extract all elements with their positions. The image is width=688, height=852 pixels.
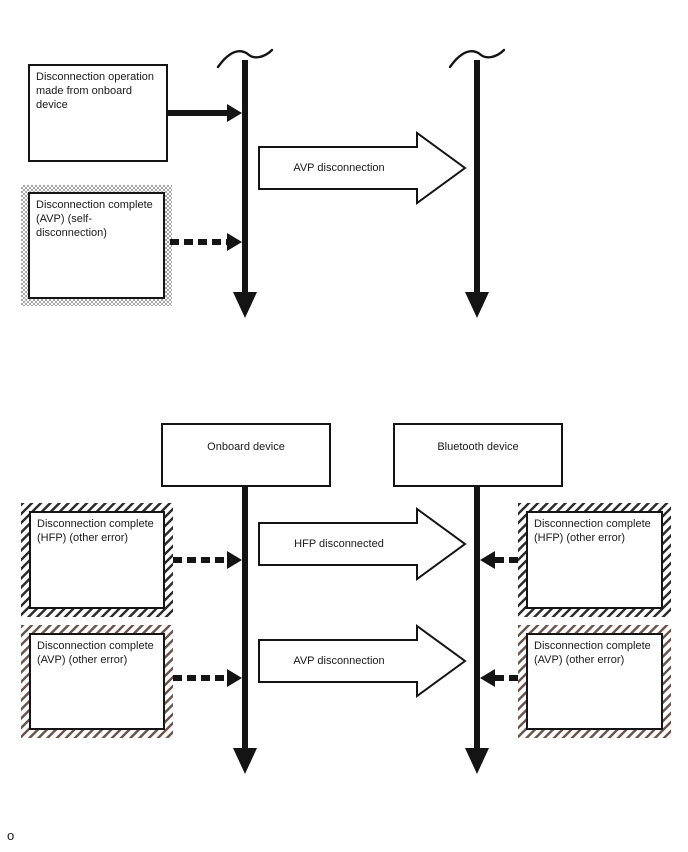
self-disconnect-arrow-shaft (170, 239, 227, 245)
bluetooth-lifeline-bottom-arrowhead (465, 748, 489, 774)
bluetooth-device-header-box: Bluetooth device (393, 423, 563, 487)
onboard-avp-error-box: Disconnection complete (AVP) (other erro… (21, 625, 173, 738)
self-disconnect-result-box-inner: Disconnection complete (AVP) (self-disco… (28, 192, 165, 299)
avp-disconnection-arrow-bottom-label: AVP disconnection (293, 655, 385, 667)
hollow-arrow-shape (258, 507, 467, 581)
bluetooth-lifeline-top-arrowhead (465, 292, 489, 318)
bluetooth-avp-error-arrow-shaft (495, 675, 521, 681)
onboard-hfp-error-arrow-shaft (173, 557, 227, 563)
bluetooth-lifeline-top (474, 60, 480, 294)
bluetooth-hfp-error-label: Disconnection complete (HFP) (other erro… (534, 518, 651, 544)
trigger-box-label: Disconnection operation made from onboar… (36, 71, 155, 111)
hollow-arrow-shape (258, 624, 467, 698)
bluetooth-avp-error-label: Disconnection complete (AVP) (other erro… (534, 640, 651, 666)
hollow-arrow-shape (258, 131, 467, 205)
footnote-char: o (7, 828, 15, 843)
onboard-lifeline-bottom-arrowhead (233, 748, 257, 774)
onboard-device-header-label: Onboard device (207, 441, 285, 453)
avp-disconnection-arrow-top: AVP disconnection (258, 131, 468, 205)
onboard-avp-error-arrow-head (227, 669, 242, 687)
bluetooth-avp-error-box: Disconnection complete (AVP) (other erro… (518, 625, 671, 738)
onboard-hfp-error-box-inner: Disconnection complete (HFP) (other erro… (29, 511, 165, 609)
bluetooth-hfp-error-box: Disconnection complete (HFP) (other erro… (518, 503, 671, 617)
onboard-lifeline-top (242, 60, 248, 294)
hfp-disconnected-arrow-label: HFP disconnected (294, 538, 384, 550)
avp-disconnection-arrow-bottom: AVP disconnection (258, 624, 468, 698)
bluetooth-avp-error-box-inner: Disconnection complete (AVP) (other erro… (526, 633, 663, 730)
hfp-disconnected-arrow: HFP disconnected (258, 507, 468, 581)
lifeline-break-mark (216, 48, 274, 69)
onboard-avp-error-label: Disconnection complete (AVP) (other erro… (37, 640, 154, 666)
lifeline-break-mark (448, 48, 506, 69)
onboard-device-header-box: Onboard device (161, 423, 331, 487)
trigger-message-arrow-head (227, 104, 242, 122)
bluetooth-hfp-error-box-inner: Disconnection complete (HFP) (other erro… (526, 511, 663, 609)
onboard-lifeline-top-arrowhead (233, 292, 257, 318)
self-disconnect-arrow-head (227, 233, 242, 251)
onboard-lifeline-bottom (242, 485, 248, 749)
bluetooth-lifeline-bottom (474, 485, 480, 749)
bluetooth-device-header-label: Bluetooth device (437, 441, 519, 453)
onboard-hfp-error-box: Disconnection complete (HFP) (other erro… (21, 503, 173, 617)
bluetooth-avp-error-arrow-head (480, 669, 495, 687)
onboard-hfp-error-label: Disconnection complete (HFP) (other erro… (37, 518, 154, 544)
trigger-box: Disconnection operation made from onboar… (28, 64, 168, 162)
bluetooth-hfp-error-arrow-shaft (495, 557, 521, 563)
onboard-avp-error-arrow-shaft (173, 675, 227, 681)
bluetooth-hfp-error-arrow-head (480, 551, 495, 569)
self-disconnect-result-box: Disconnection complete (AVP) (self-disco… (21, 185, 172, 306)
trigger-message-arrow-shaft (166, 110, 227, 116)
avp-disconnection-arrow-top-label: AVP disconnection (293, 162, 385, 174)
self-disconnect-result-label: Disconnection complete (AVP) (self-disco… (36, 199, 153, 239)
onboard-hfp-error-arrow-head (227, 551, 242, 569)
onboard-avp-error-box-inner: Disconnection complete (AVP) (other erro… (29, 633, 165, 730)
